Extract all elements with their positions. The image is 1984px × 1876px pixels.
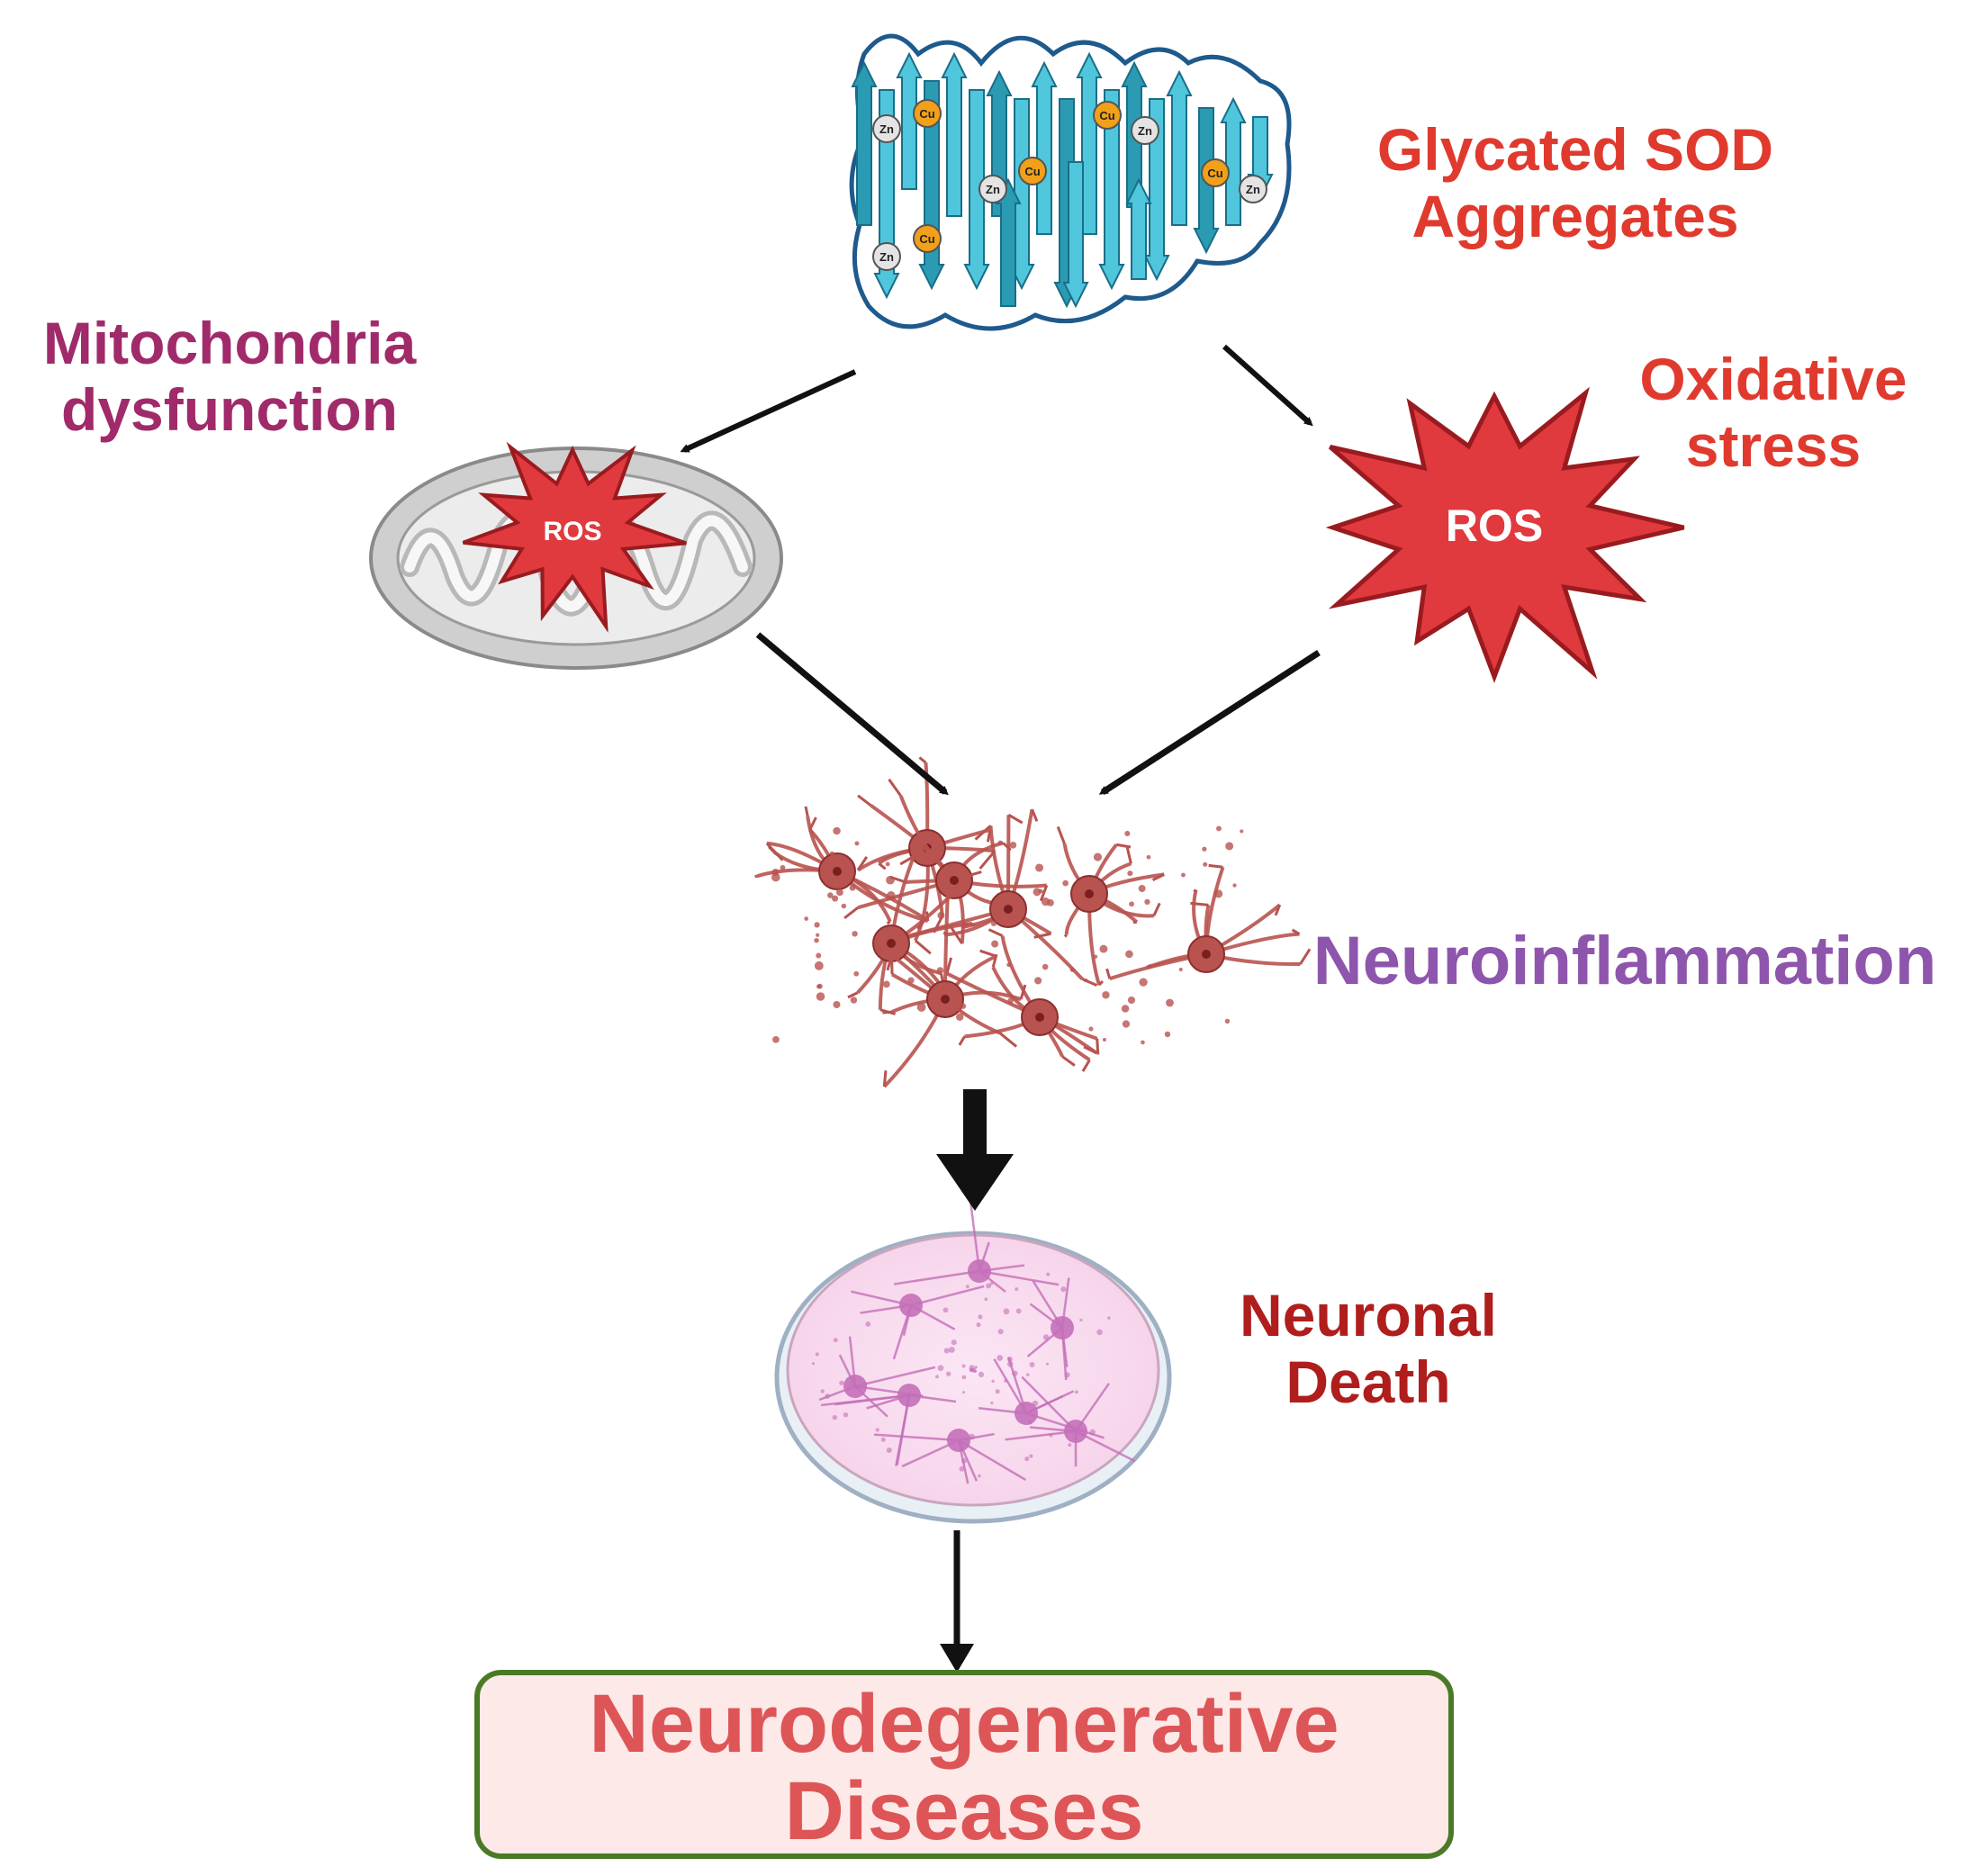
flow-arrow: [1222, 344, 1313, 427]
zn-ion-label: Zn: [879, 122, 894, 136]
death-label-line2: Death: [1285, 1348, 1451, 1415]
flow-arrows: [680, 344, 1321, 1673]
ros-burst-icon: ROS: [462, 441, 687, 633]
ros-main-label: ROS: [1446, 501, 1543, 551]
neuroinflammation-text: Neuroinflammation: [1312, 923, 1937, 999]
flow-arrow: [940, 1644, 974, 1673]
disease-label-line1: Neurodegenerative: [589, 1678, 1339, 1770]
cu-ion-label: Cu: [919, 107, 934, 121]
neuronal-death-label: Neuronal Death: [1197, 1282, 1539, 1416]
mito-label-line2: dysfunction: [61, 375, 398, 443]
neuroinflammation-label: Neuroinflammation: [1269, 923, 1980, 999]
sod-label-line2: Aggregates: [1411, 182, 1739, 249]
cu-ion-label: Cu: [1099, 109, 1114, 122]
zn-ion-label: Zn: [879, 250, 894, 264]
petri-dish-icon: [774, 1202, 1172, 1524]
neurodegenerative-diseases-label: Neurodegenerative Diseases: [480, 1675, 1448, 1854]
mitochondria-dysfunction-label: Mitochondria dysfunction: [0, 310, 459, 444]
zn-ion-label: Zn: [986, 183, 1000, 196]
zn-ion-label: Zn: [1138, 124, 1152, 138]
flow-arrow: [755, 632, 949, 796]
glycated-sod-aggregates-label: Glycated SOD Aggregates: [1323, 116, 1827, 250]
cu-ion-label: Cu: [1207, 167, 1222, 180]
ox-label-line2: stress: [1685, 411, 1862, 479]
oxidative-stress-label: Oxidative stress: [1593, 346, 1953, 480]
ros-burst-icon: ROS: [1325, 386, 1685, 683]
ros-mito-label: ROS: [543, 517, 601, 546]
sod-label-line1: Glycated SOD: [1376, 116, 1774, 183]
cu-ion-label: Cu: [919, 232, 934, 246]
neuron-cluster-icon: [754, 756, 1312, 1088]
disease-label-line2: Diseases: [784, 1764, 1144, 1857]
mito-label-line1: Mitochondria: [42, 310, 417, 376]
zn-ion-label: Zn: [1246, 183, 1260, 196]
neurodegenerative-diseases-box: Neurodegenerative Diseases: [474, 1670, 1454, 1859]
flow-arrow: [936, 1154, 1014, 1211]
ox-label-line1: Oxidative: [1639, 346, 1907, 412]
flow-arrow: [680, 369, 857, 453]
cu-ion-label: Cu: [1024, 165, 1040, 178]
death-label-line1: Neuronal: [1239, 1282, 1498, 1348]
flow-arrow: [1098, 650, 1321, 795]
